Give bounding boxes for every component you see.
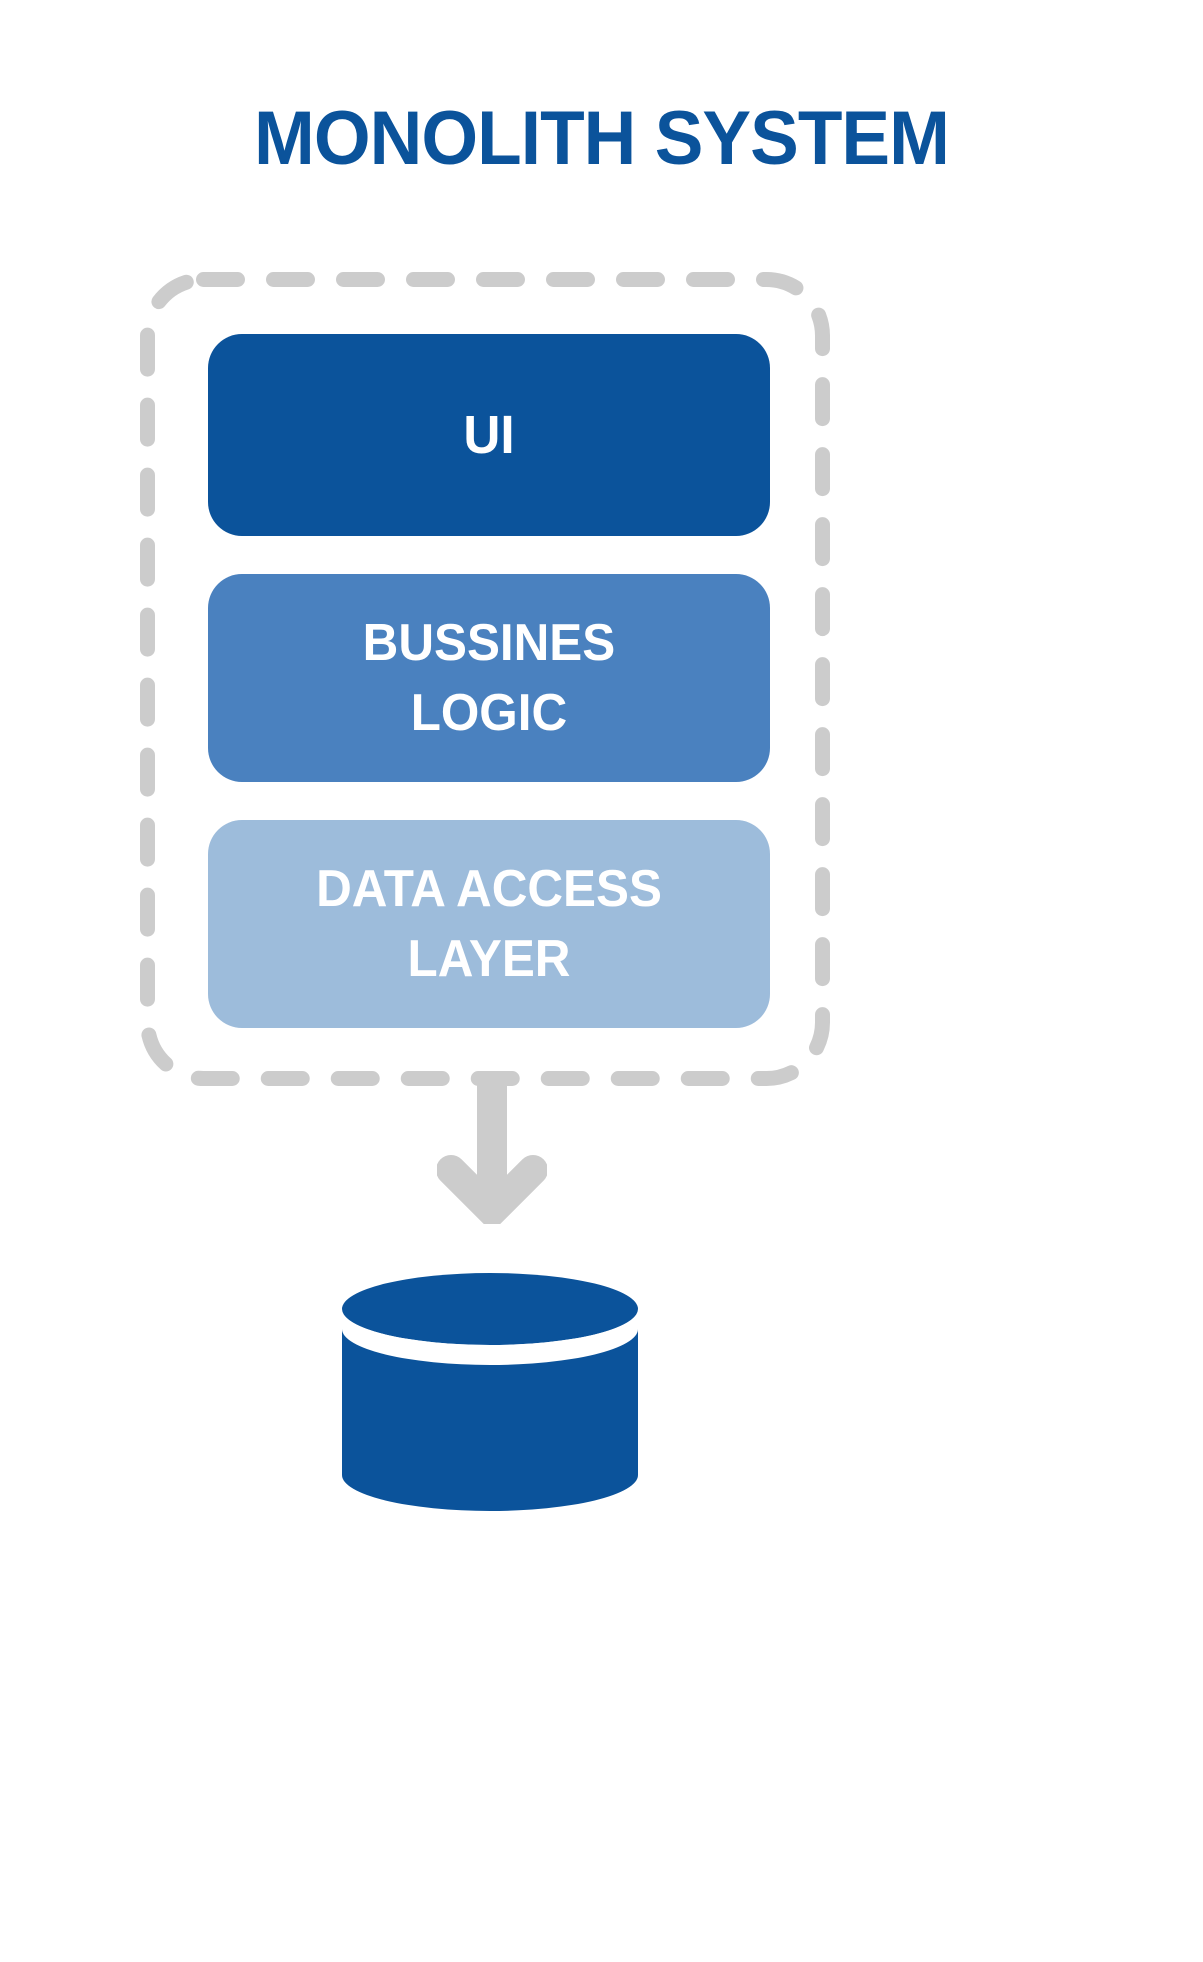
layer-data-access-label: DATA ACCESS LAYER bbox=[316, 860, 662, 988]
arrow-head bbox=[437, 1155, 547, 1224]
layer-ui[interactable]: UI bbox=[208, 334, 770, 536]
layer-business-logic[interactable]: BUSSINES LOGIC bbox=[208, 574, 770, 782]
layer-stack: UI BUSSINES LOGIC DATA ACCESS LAYER bbox=[208, 334, 770, 1028]
database-cylinder[interactable] bbox=[340, 1272, 640, 1512]
layer-ui-label: UI bbox=[463, 405, 515, 465]
cylinder-top bbox=[342, 1273, 638, 1345]
flow-arrow bbox=[437, 1078, 547, 1224]
database-icon bbox=[342, 1273, 638, 1511]
cylinder-body bbox=[342, 1329, 638, 1511]
page-title: MONOLITH SYSTEM bbox=[254, 96, 950, 181]
cylinder-separator bbox=[342, 1309, 638, 1360]
layer-data-access[interactable]: DATA ACCESS LAYER bbox=[208, 820, 770, 1028]
layer-business-logic-label: BUSSINES LOGIC bbox=[362, 614, 616, 742]
down-arrow-icon bbox=[437, 1078, 547, 1224]
